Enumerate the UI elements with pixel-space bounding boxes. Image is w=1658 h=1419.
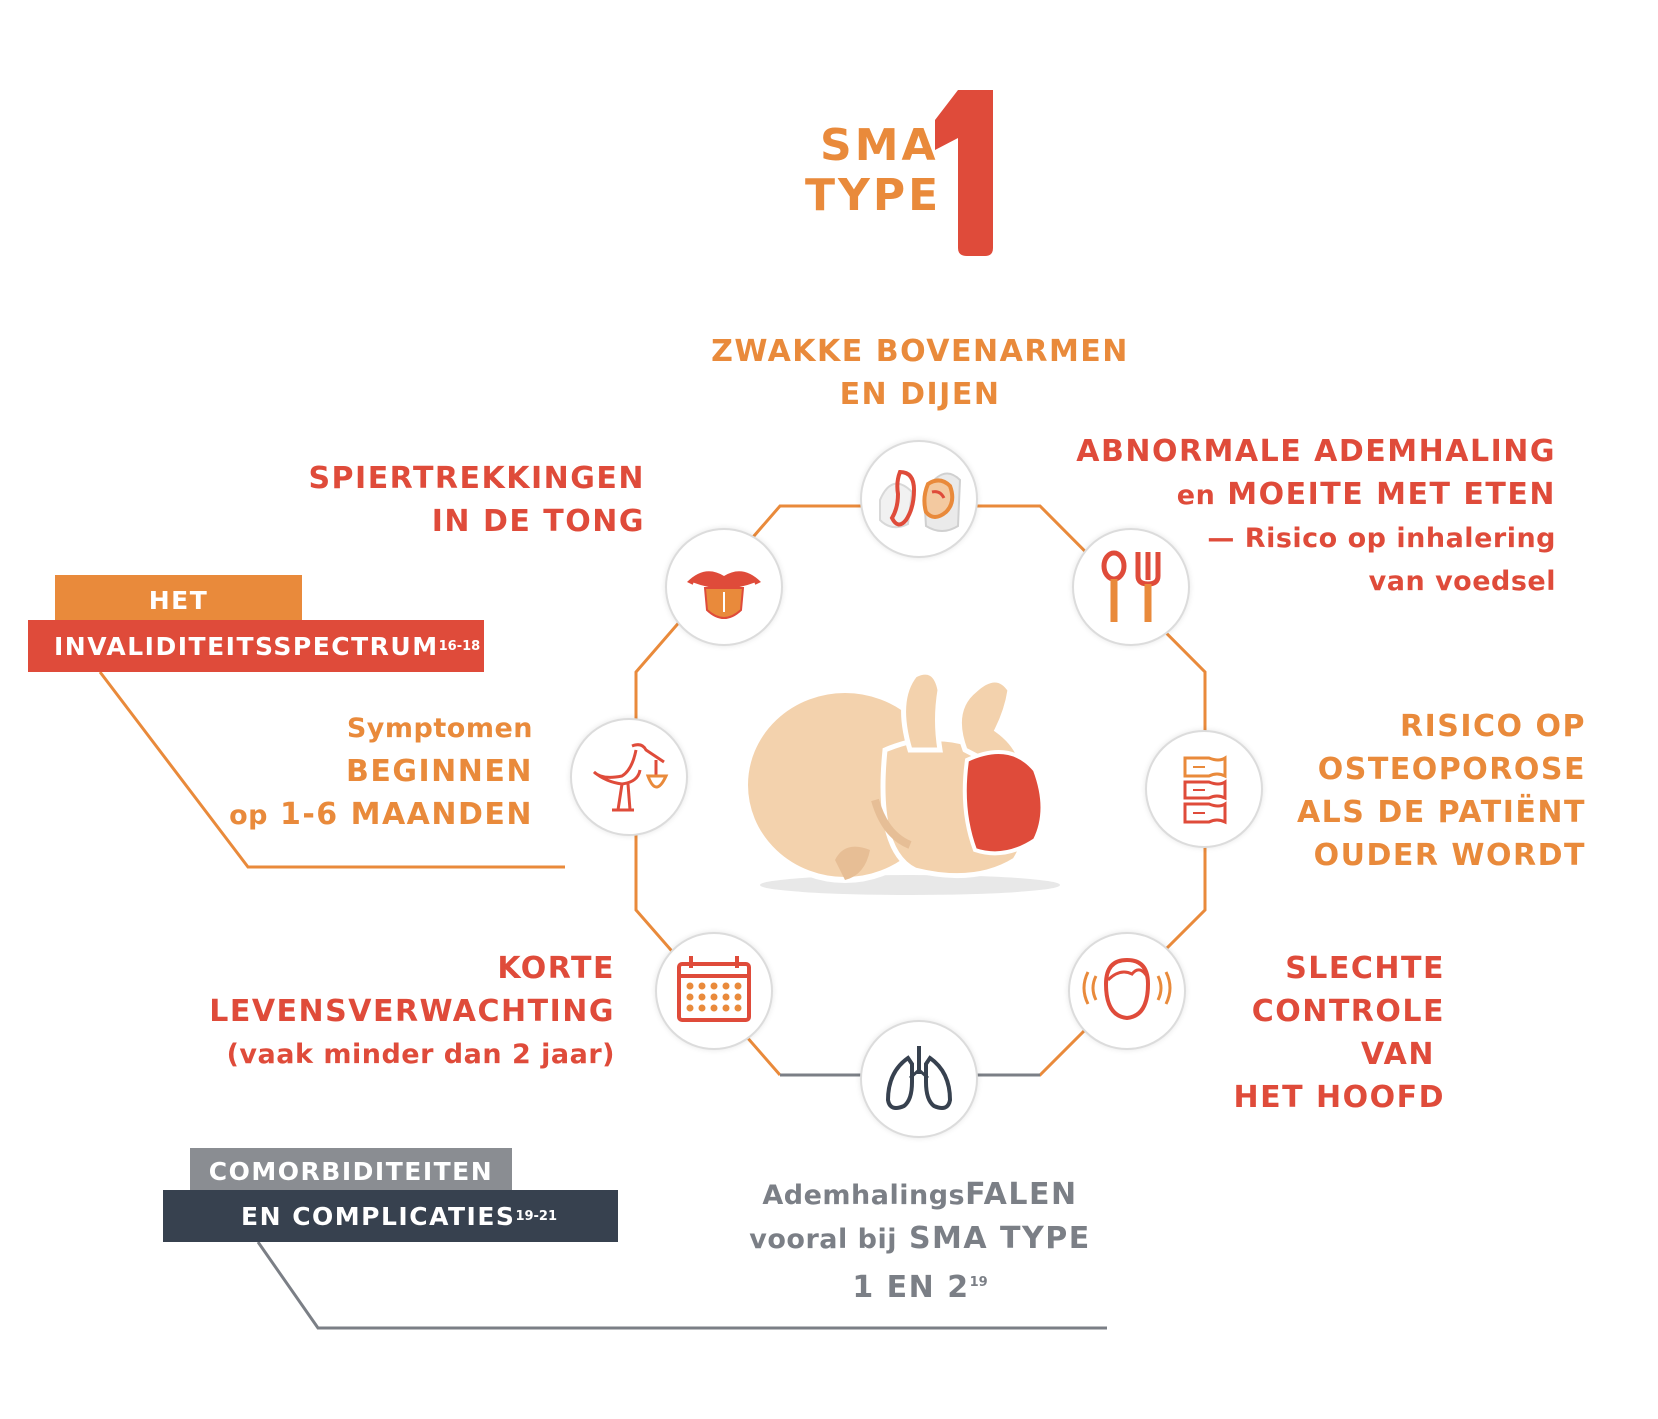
tag-het-label: HET [148,585,209,615]
calendar-icon-circle [655,932,773,1050]
baby-illustration [742,669,1060,895]
label-zwakke-bovenarmen: ZWAKKE BOVENARMEN EN DIJEN [711,334,1129,412]
legs-icon [879,469,962,532]
fork-spoon-icon [1101,550,1161,622]
lungs-icon [885,1046,953,1110]
tag-invaliditeit-ref: 16-18 [438,638,481,654]
tongue-icon [687,571,761,619]
legs-icon-circle [860,440,978,558]
tag-het: HET [55,575,302,625]
fork-spoon-icon-circle [1072,528,1190,646]
stork-icon-circle [570,718,688,836]
label-risico-osteoporose: RISICO OP OSTEOPOROSE ALS DE PATIËNT OUD… [1296,709,1586,873]
label-abnormale-ademhaling: ABNORMALE ADEMHALING en MOEITE MET ETEN … [1076,434,1556,597]
spine-icon-circle [1145,730,1263,848]
title-sma: SMA [820,120,939,171]
label-slechte-controle: SLECHTE CONTROLE VAN HET HOOFD [1233,951,1445,1115]
tongue-icon-circle [665,528,783,646]
label-ademhalingsfalen: AdemhalingsFALEN vooral bij SMA TYPE 1 E… [749,1177,1091,1305]
head-shake-icon [1082,957,1172,1021]
stork-icon [592,743,669,812]
title-type: TYPE [805,170,942,221]
label-symptomen: Symptomen BEGINNEN op 1-6 MAANDEN [229,713,533,832]
head-shake-icon-circle [1068,932,1186,1050]
lungs-icon-circle [860,1020,978,1138]
label-korte-levensverwachting: KORTE LEVENSVERWACHTING (vaak minder dan… [209,951,615,1070]
tag-complicaties-ref: 19-21 [515,1208,558,1224]
tag-comorbiditeiten: COMORBIDITEITEN [190,1148,512,1194]
tag-invaliditeit-label: INVALIDITEITSSPECTRUM [54,631,439,661]
tag-comorbiditeiten-label: COMORBIDITEITEN [208,1156,494,1186]
spine-icon [1183,755,1227,825]
title-block: SMA TYPE [805,120,1005,270]
label-spiertrekkingen: SPIERTREKKINGEN IN DE TONG [308,461,645,539]
calendar-icon [677,956,751,1022]
tag-complicaties-label: EN COMPLICATIES [241,1201,516,1231]
